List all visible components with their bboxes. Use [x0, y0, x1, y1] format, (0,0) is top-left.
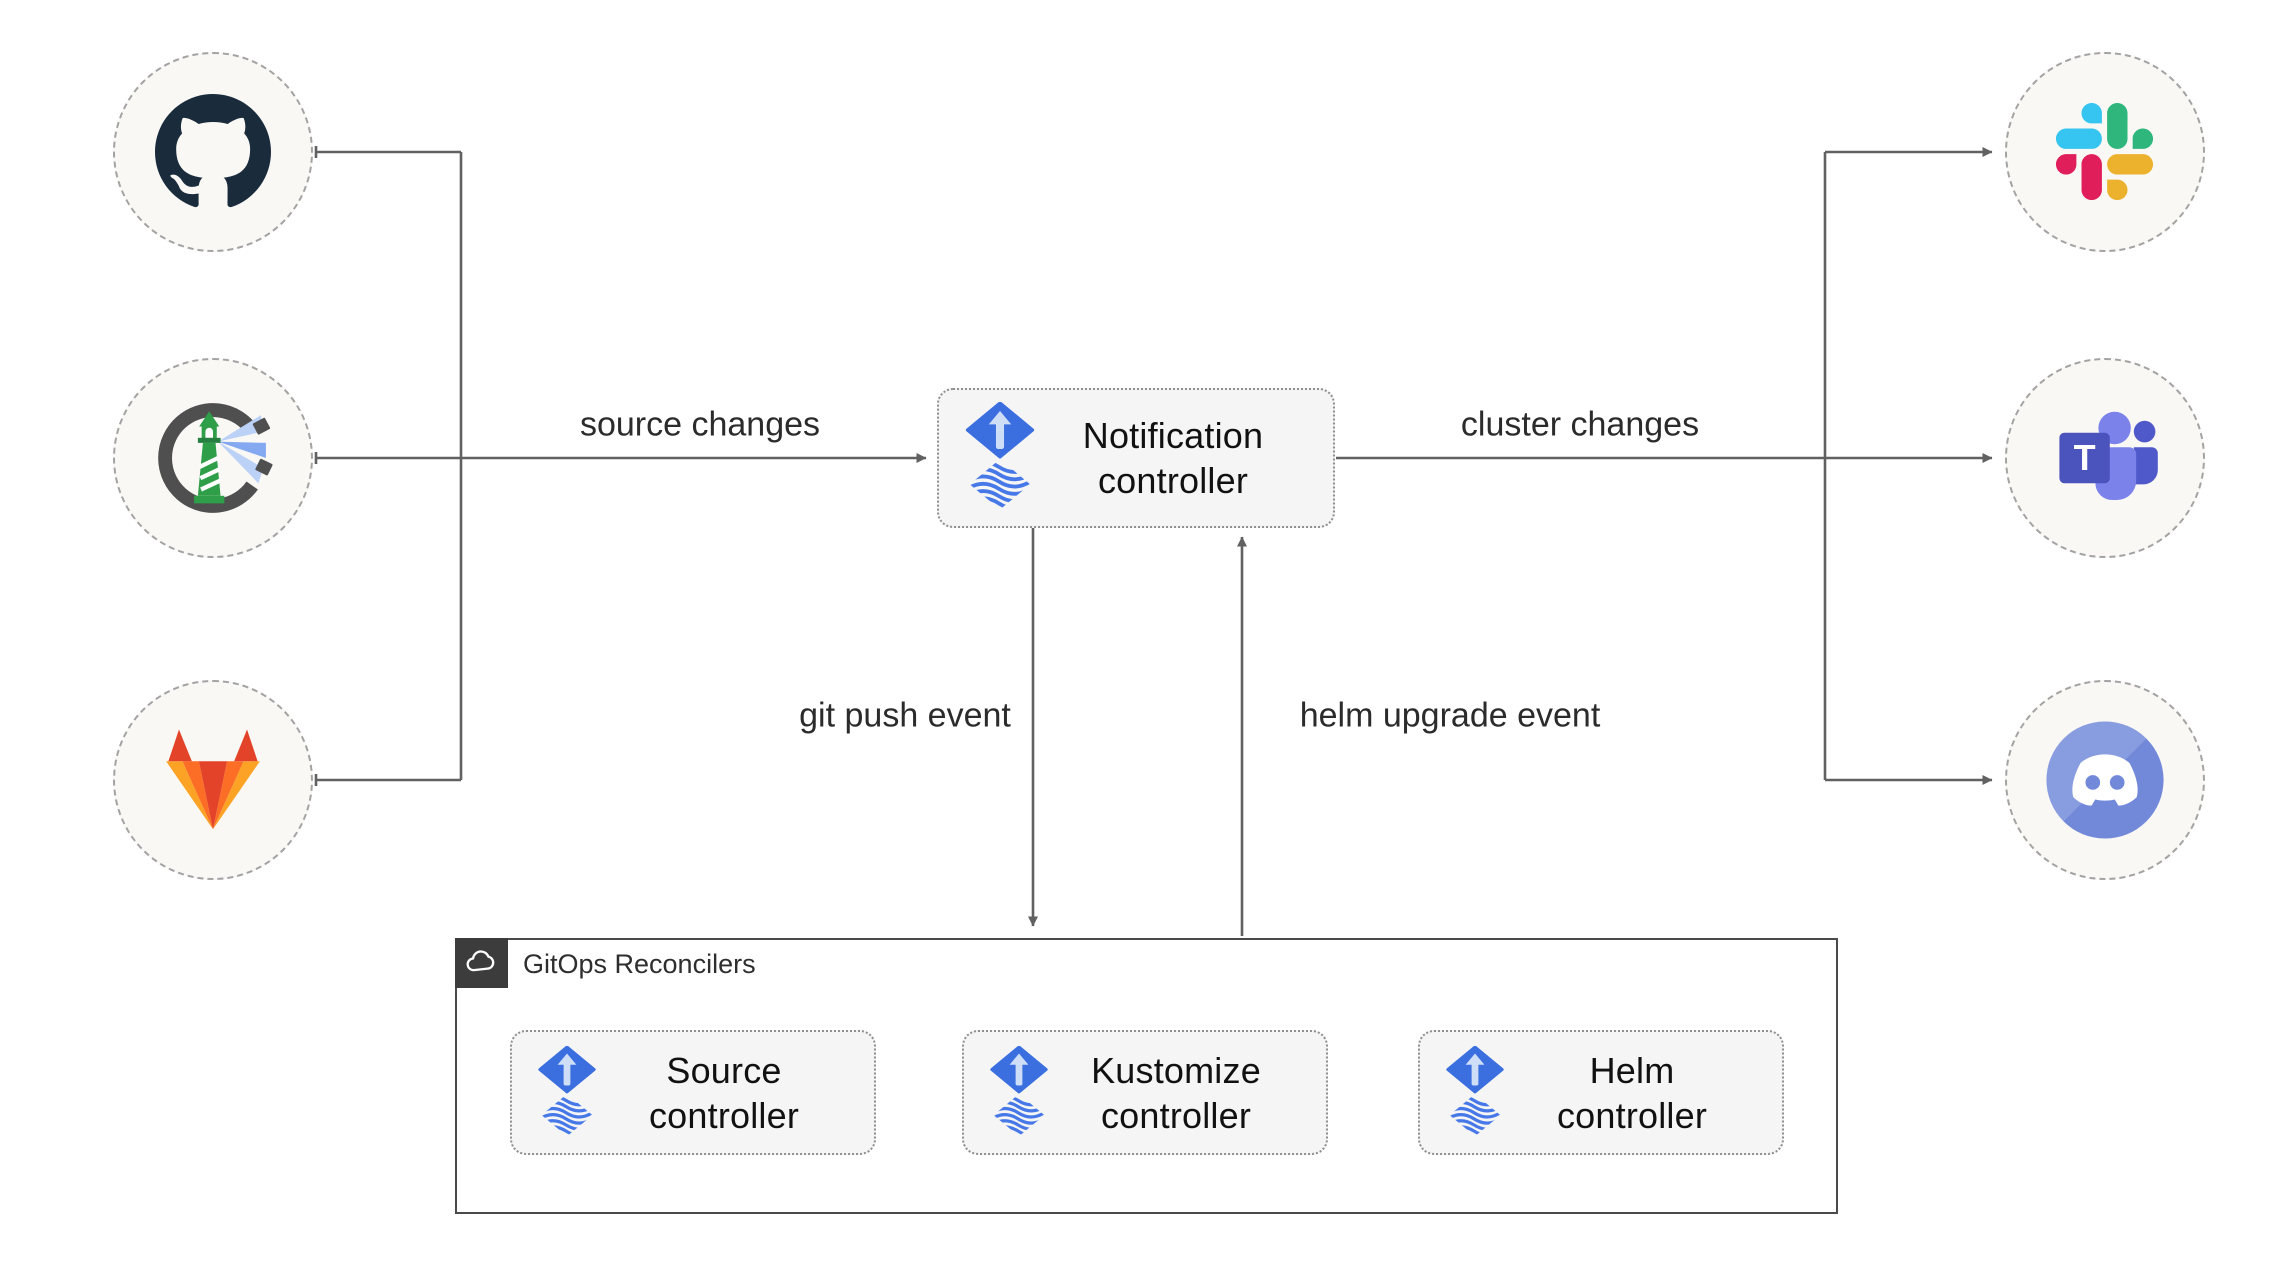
flux-icon [1446, 1045, 1504, 1136]
edge-github-stub [314, 146, 461, 158]
lighthouse [194, 411, 225, 504]
flux-icon-slot [1444, 1045, 1506, 1140]
node-kustomize-controller: Kustomize controller [962, 1030, 1328, 1155]
cloud-icon [466, 949, 495, 971]
edge-gitlab-stub [314, 774, 461, 786]
flux-icon [965, 402, 1035, 510]
flux-icon-slot [536, 1045, 598, 1140]
flux-icon-slot [988, 1045, 1050, 1140]
github-icon [155, 94, 271, 208]
edge-label-helm-upgrade-event: helm upgrade event [1299, 696, 1601, 735]
edge-label-source-changes: source changes [579, 405, 821, 444]
slack-icon [2056, 103, 2154, 201]
edge-label-git-push-event: git push event [799, 696, 1011, 735]
source-node-harbor [113, 358, 313, 558]
target-node-teams: T [2005, 358, 2205, 558]
node-helm-controller: Helm controller [1418, 1030, 1784, 1155]
discord-icon [2046, 721, 2164, 839]
node-label: Helm controller [1556, 1049, 1708, 1136]
node-notification-controller: Notification controller [937, 388, 1335, 528]
group-corner-badge [454, 937, 508, 988]
node-label: Source controller [648, 1049, 800, 1136]
node-source-controller: Source controller [510, 1030, 876, 1155]
target-node-slack [2005, 52, 2205, 252]
flux-icon [538, 1045, 596, 1136]
node-label: Notification controller [1082, 415, 1264, 501]
edge-source-changes [314, 452, 926, 464]
edge-label-cluster-changes: cluster changes [1460, 405, 1700, 444]
source-node-gitlab [113, 680, 313, 880]
teams-icon: T [2059, 411, 2158, 500]
gitlab-icon [166, 729, 260, 830]
flux-icon-slot [963, 402, 1037, 514]
node-label: Kustomize controller [1091, 1049, 1261, 1136]
flux-icon [990, 1045, 1048, 1136]
harbor-icon [158, 403, 273, 513]
svg-text:T: T [2074, 437, 2096, 478]
source-node-github [113, 52, 313, 252]
group-title: GitOps Reconcilers [523, 949, 756, 979]
target-node-discord [2005, 680, 2205, 880]
